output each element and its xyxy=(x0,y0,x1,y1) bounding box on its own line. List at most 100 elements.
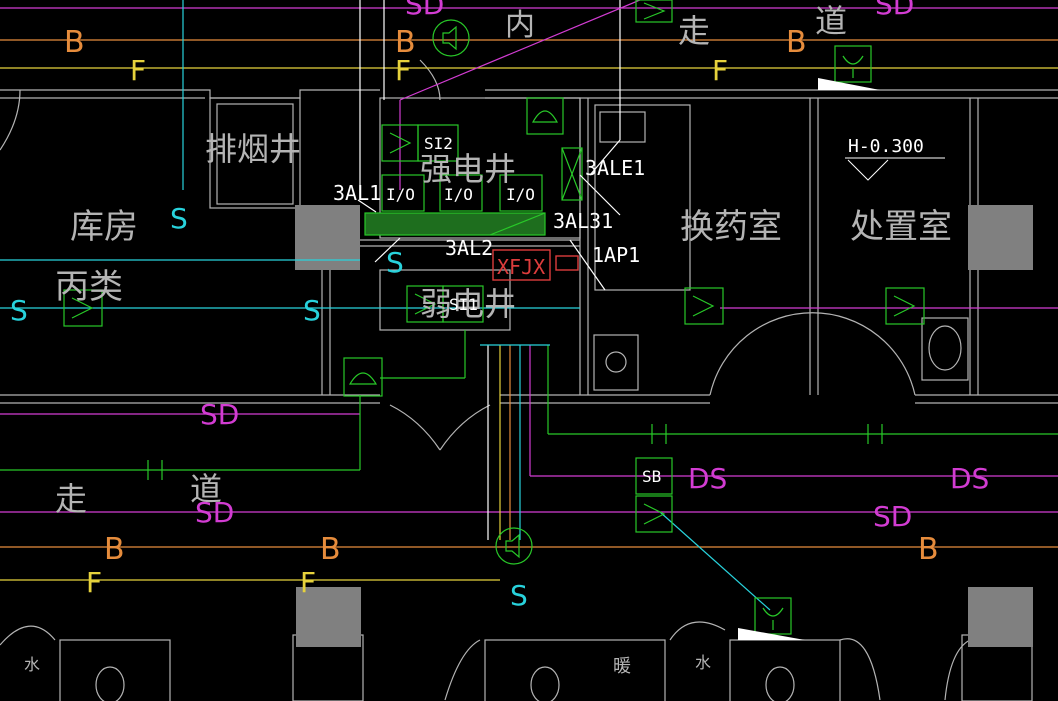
room-corridor-bottom: 走 xyxy=(55,480,87,518)
toilet-2 xyxy=(530,666,560,701)
label-b: B xyxy=(395,25,416,60)
label-al2: 3AL2 xyxy=(445,236,493,260)
magenta-diag xyxy=(399,0,641,101)
label-f: F xyxy=(712,54,728,87)
bed-outline xyxy=(594,104,691,291)
room-corridor-bottom-2: 道 xyxy=(190,470,222,508)
io-box-1 xyxy=(381,174,425,212)
si1-box xyxy=(442,285,484,323)
switch-box-5 xyxy=(885,287,925,325)
column-3 xyxy=(296,587,361,647)
smoke-shaft-inner xyxy=(216,103,294,205)
room-corridor-top: 走 xyxy=(678,12,710,50)
column-4 xyxy=(968,587,1033,647)
switch-box-3 xyxy=(63,289,103,327)
phone-box-top xyxy=(526,97,564,135)
room-strong-shaft: 强电井 xyxy=(420,150,516,188)
label-ap1: 1AP1 xyxy=(592,243,640,267)
appliance-box xyxy=(593,334,639,391)
room-dressing: 换药室 xyxy=(680,207,782,247)
room-storage: 库房 xyxy=(70,207,138,247)
label-elevation: H-0.300 xyxy=(848,136,924,157)
door-arc-1 xyxy=(389,404,441,451)
label-sd: SD xyxy=(195,496,234,529)
ap1-box xyxy=(555,255,579,271)
cable-tray xyxy=(364,212,546,236)
label-io: I/O xyxy=(506,185,535,204)
leader-al1 xyxy=(357,199,377,213)
room-water: 水 xyxy=(24,655,40,674)
room-inner: 内 xyxy=(505,8,535,43)
speaker-icon xyxy=(432,19,470,57)
toilet-3 xyxy=(765,666,795,701)
ale-box xyxy=(561,147,583,201)
switch-icon xyxy=(643,2,666,20)
label-si2: SI2 xyxy=(424,134,453,153)
door-arc-2 xyxy=(439,404,491,451)
speaker-cone-icon xyxy=(505,533,520,559)
speaker-cone-icon xyxy=(442,25,457,51)
label-ale1: 3ALE1 xyxy=(585,156,645,180)
phone-icon xyxy=(531,110,559,123)
label-sd: SD xyxy=(873,500,912,533)
toilet-1 xyxy=(95,666,125,701)
label-b: B xyxy=(918,532,939,567)
door-arc-bc xyxy=(444,639,481,701)
antenna-box-top xyxy=(834,45,872,83)
door-arc-4 xyxy=(0,89,21,151)
equipment xyxy=(63,0,925,635)
label-s: S xyxy=(10,294,28,327)
switch-box-top xyxy=(635,0,673,23)
door-arc-bfr xyxy=(944,639,971,701)
label-ds: DS xyxy=(950,462,989,495)
io-box-3 xyxy=(499,174,543,212)
switch-icon xyxy=(692,295,715,317)
smoke-shaft-box xyxy=(209,97,301,209)
leader-al2 xyxy=(374,237,401,263)
columns xyxy=(295,205,1033,647)
elevation-marker xyxy=(845,157,945,181)
switch-icon xyxy=(414,293,437,315)
sink-basin xyxy=(928,325,962,371)
switch-icon xyxy=(893,295,916,317)
switch-icon xyxy=(71,297,94,319)
label-ds: DS xyxy=(688,462,727,495)
wedges xyxy=(738,78,880,640)
sink-outline xyxy=(921,317,969,381)
bed-pillow xyxy=(599,111,646,143)
door-arc-5 xyxy=(419,59,441,101)
column-1 xyxy=(295,205,360,270)
label-f: F xyxy=(86,566,102,599)
switch-box-6 xyxy=(635,495,673,533)
label-s: S xyxy=(170,202,188,235)
leader-al31 xyxy=(579,174,621,216)
label-b: B xyxy=(104,532,125,567)
si2-box xyxy=(417,124,459,162)
label-f: F xyxy=(395,54,411,87)
label-f: F xyxy=(300,566,316,599)
antenna-icon xyxy=(842,55,864,78)
label-io: I/O xyxy=(386,185,415,204)
io-box-2 xyxy=(439,174,483,212)
wedge-top xyxy=(818,78,880,90)
wall-top-left xyxy=(0,89,380,99)
label-io: I/O xyxy=(444,185,473,204)
toilet-stall-2 xyxy=(484,639,666,701)
door-arc-3 xyxy=(709,312,916,396)
room-treatment: 处置室 xyxy=(850,207,952,247)
toilet-stall-1 xyxy=(59,639,171,701)
label-sd: SD xyxy=(405,0,444,21)
room-water-2: 水 xyxy=(695,653,711,672)
label-s: S xyxy=(303,294,321,327)
labels: 库房 丙类 排烟井 强电井 弱电井 换药室 处置室 走 道 走 道 内 水 暖 … xyxy=(10,0,989,677)
toilet-stall-3 xyxy=(729,639,841,701)
door-arc-br xyxy=(839,638,881,701)
room-corridor-top-2: 道 xyxy=(815,2,847,40)
room-weak-shaft: 弱电井 xyxy=(420,285,516,323)
speaker-icon xyxy=(495,527,533,565)
leader-ale1 xyxy=(589,139,621,176)
xfjx-box xyxy=(492,249,551,281)
cable-tray-diag xyxy=(489,212,546,236)
cyan-diag xyxy=(659,511,771,611)
